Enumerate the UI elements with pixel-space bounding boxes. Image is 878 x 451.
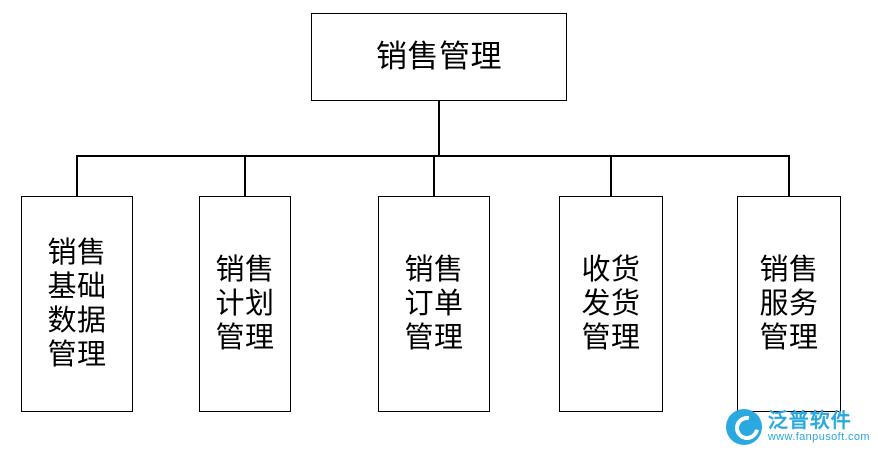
watermark: 泛普软件 www.fanpusoft.com	[725, 409, 870, 445]
connector-root-vertical	[438, 101, 440, 156]
watermark-text: 泛普软件 www.fanpusoft.com	[767, 409, 870, 444]
connector-drop-2	[244, 155, 246, 197]
node-sales-basic-data-management[interactable]: 销售基础数据管理	[21, 196, 133, 412]
node-label: 销售服务管理	[759, 253, 819, 355]
connector-drop-3	[433, 155, 435, 197]
node-label: 销售管理	[376, 38, 502, 74]
watermark-brand: 泛普软件	[767, 409, 852, 432]
node-sales-management[interactable]: 销售管理	[311, 13, 567, 101]
node-receiving-shipping-management[interactable]: 收货发货管理	[559, 196, 663, 412]
connector-drop-1	[76, 155, 78, 197]
connector-drop-4	[610, 155, 612, 197]
node-label: 销售订单管理	[404, 253, 464, 355]
node-sales-order-management[interactable]: 销售订单管理	[378, 196, 490, 412]
connector-horizontal-bus	[76, 155, 789, 157]
watermark-site: www.fanpusoft.com	[767, 430, 870, 443]
fanpu-logo-icon	[725, 409, 762, 445]
connector-drop-5	[788, 155, 790, 197]
node-sales-service-management[interactable]: 销售服务管理	[737, 196, 841, 412]
node-label: 销售计划管理	[215, 253, 275, 355]
node-sales-plan-management[interactable]: 销售计划管理	[199, 196, 291, 412]
node-label: 收货发货管理	[581, 253, 641, 355]
node-label: 销售基础数据管理	[47, 236, 107, 372]
